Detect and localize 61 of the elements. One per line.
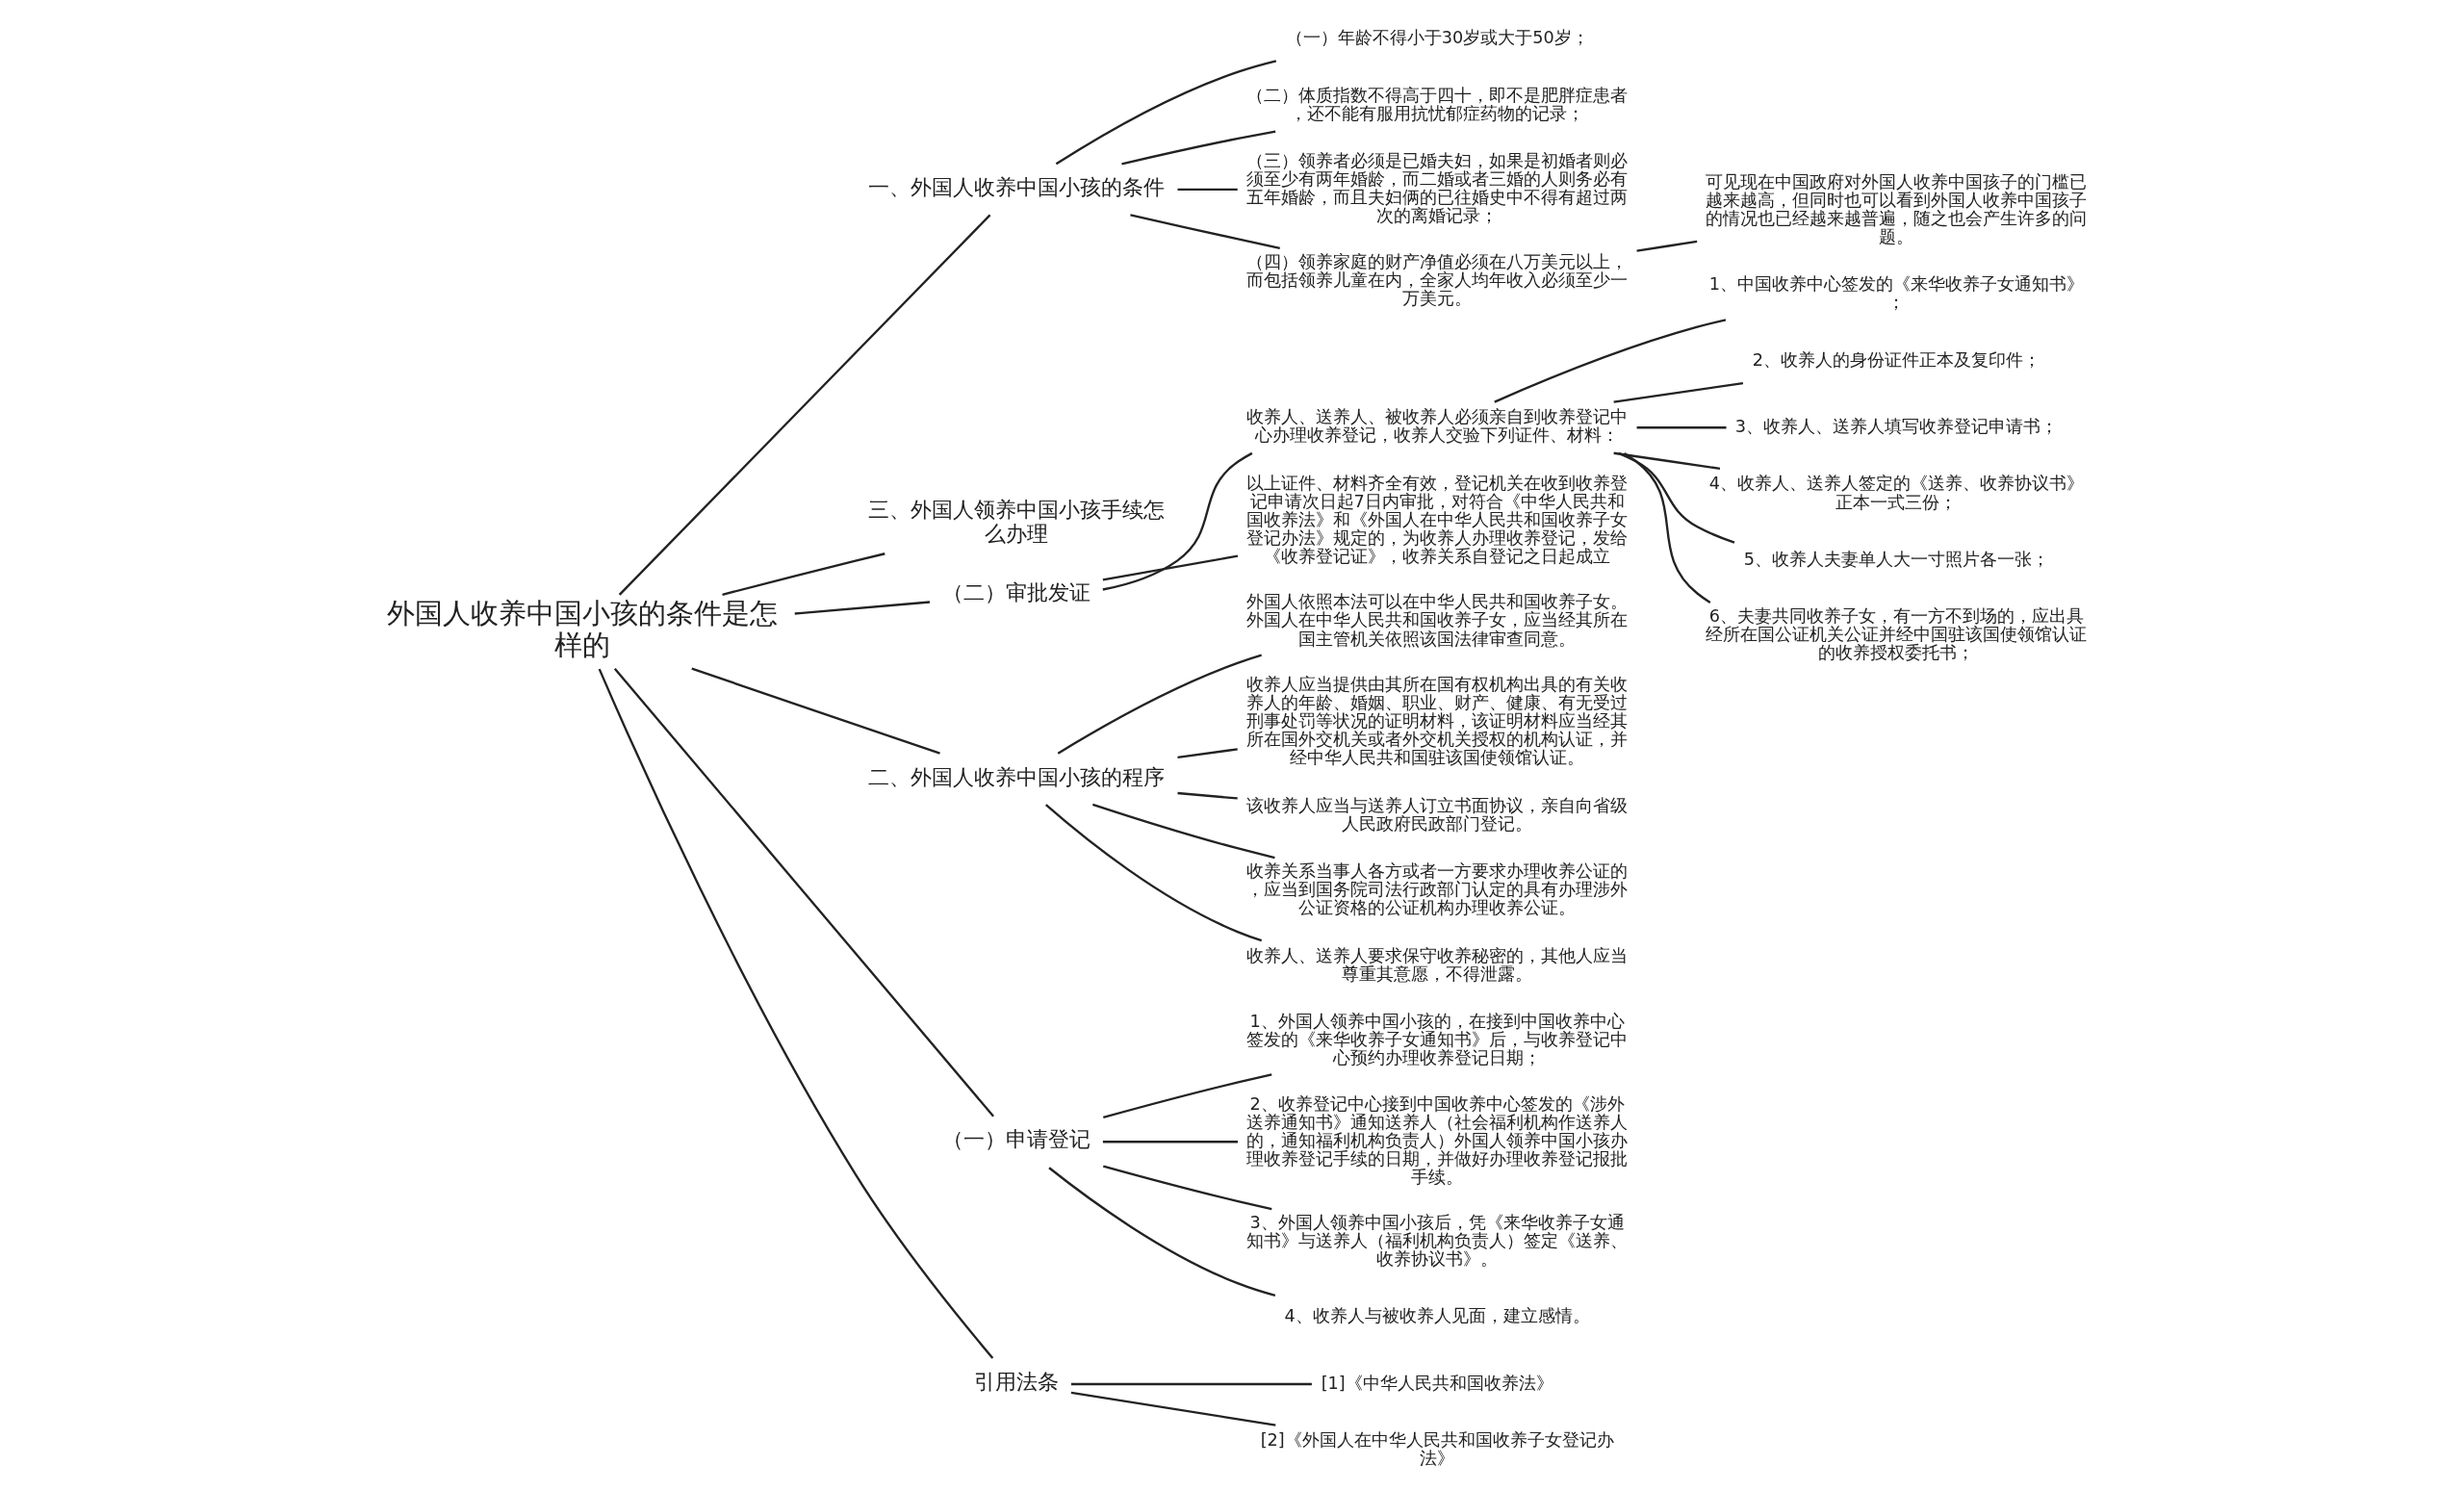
connector bbox=[1617, 451, 1734, 544]
node-text: 外国人依照本法可以在中华人民共和国收养子女。外国人在中华人民共和国收养子女，应当经其所在国主管机关依照该国法律审查同意。 bbox=[1245, 592, 1628, 649]
node-text: 1、外国人领养中国小孩的，在接到中国收养中心签发的《来华收养子女通知书》后，与收养登记中心预约办理收养登记日期； bbox=[1245, 1012, 1628, 1068]
connector bbox=[1120, 130, 1275, 166]
connector bbox=[1635, 240, 1697, 252]
connector bbox=[721, 552, 886, 596]
node-text: 4、收养人、送养人签定的《送养、收养协议书》正本一式三份； bbox=[1708, 474, 2084, 512]
node-text: 二、外国人收养中国小孩的程序 bbox=[867, 764, 1165, 789]
connector bbox=[1612, 381, 1743, 403]
node-text: （二）体质指数不得高于四十，即不是肥胖症患者，还不能有服用抗忧郁症药物的记录； bbox=[1245, 86, 1628, 124]
connector bbox=[598, 668, 993, 1359]
node-text: 2、收养人的身份证件正本及复印件； bbox=[1752, 349, 2040, 370]
connector bbox=[1070, 1391, 1275, 1426]
connector bbox=[1057, 654, 1262, 755]
connector bbox=[1176, 791, 1238, 800]
connector bbox=[1055, 60, 1276, 166]
connector bbox=[1623, 451, 1710, 604]
connector bbox=[1102, 1141, 1238, 1143]
node-text: 该收养人应当与送养人订立书面协议，亲自向省级人民政府民政部门登记。 bbox=[1245, 795, 1628, 834]
node-text: 5、收养人夫妻单人大一寸照片各一张； bbox=[1743, 550, 2049, 570]
node-text: 可见现在中国政府对外国人收养中国孩子的门槛已越来越高，但同时也可以看到外国人收养中国孩子的情况也已经越来越普遍，随之也会产生许多的问题。 bbox=[1705, 171, 2087, 247]
connector bbox=[690, 667, 940, 755]
connector bbox=[1047, 1167, 1275, 1297]
node-text: 三、外国人领养中国小孩手续怎么办理 bbox=[867, 497, 1165, 546]
connector bbox=[1091, 803, 1275, 860]
connector bbox=[1177, 188, 1238, 192]
node-text: [2]《外国人在中华人民共和国收养子女登记办法》 bbox=[1260, 1430, 1614, 1469]
node-text: 引用法条 bbox=[973, 1370, 1059, 1395]
node-text: （二）审批发证 bbox=[941, 580, 1091, 605]
node-text: [1]《中华人民共和国收养法》 bbox=[1321, 1373, 1553, 1393]
node-text: 外国人收养中国小孩的条件是怎样的 bbox=[386, 597, 778, 661]
node-text: 1、中国收养中心签发的《来华收养子女通知书》； bbox=[1708, 273, 2084, 312]
node-text: 收养人应当提供由其所在国有权机构出具的有关收养人的年龄、婚姻、职业、财产、健康、有无受过刑事处罚等状况的证明材料，该证明材料应当经其所在国外交机关或者外交机关授权的机构认证，并经中华人民共和国驻该国使领馆认证。 bbox=[1245, 674, 1628, 768]
node-text: （三）领养者必须是已婚夫妇，如果是初婚者则必须至少有两年婚龄，而二婚或者三婚的人则务必有五年婚龄，而且夫妇俩的已往婚史中不得有超过两次的离婚记录； bbox=[1245, 150, 1628, 226]
connector bbox=[618, 214, 990, 596]
node-text: 3、收养人、送养人填写收养登记申请书； bbox=[1734, 416, 2058, 436]
node-text: （一）申请登记 bbox=[941, 1127, 1091, 1152]
connector bbox=[1102, 554, 1238, 581]
connector bbox=[1102, 1165, 1271, 1211]
node-text: 3、外国人领养中国小孩后，凭《来华收养子女通知书》与送养人（福利机构负责人）签定《送养、收养协议书》。 bbox=[1245, 1213, 1628, 1270]
connector bbox=[1493, 319, 1726, 403]
node-text: 以上证件、材料齐全有效，登记机关在收到收养登记申请次日起7日内审批，对符合《中华人民共和国收养法》和《外国人在中华人民共和国收养子女登记办法》规定的，为收养人办理收养登记，发给《收养登记证》，收养关系自登记之日起成立 bbox=[1245, 473, 1628, 567]
connector bbox=[1176, 748, 1238, 758]
connector bbox=[1044, 804, 1262, 942]
node-text: 收养人、送养人、被收养人必须亲自到收养登记中心办理收养登记，收养人交验下列证件、材料： bbox=[1245, 407, 1628, 446]
connector bbox=[1102, 451, 1252, 591]
connector bbox=[1612, 451, 1720, 471]
connector bbox=[1102, 1073, 1271, 1119]
node-text: 收养关系当事人各方或者一方要求办理收养公证的，应当到国务院司法行政部门认定的具有办理涉外公证资格的公证机构办理收养公证。 bbox=[1245, 861, 1628, 918]
node-text: （一）年龄不得小于30岁或大于50岁； bbox=[1285, 28, 1589, 48]
connector bbox=[613, 668, 994, 1118]
node-text: 收养人、送养人要求保守收养秘密的，其他人应当尊重其意愿，不得泄露。 bbox=[1245, 945, 1628, 984]
connector bbox=[1070, 1382, 1312, 1386]
connector bbox=[1129, 214, 1280, 250]
node-text: 4、收养人与被收养人见面，建立感情。 bbox=[1284, 1306, 1590, 1326]
connector bbox=[794, 601, 930, 615]
node-text: 2、收养登记中心接到中国收养中心签发的《涉外送养通知书》通知送养人（社会福利机构作送养人的，通知福利机构负责人）外国人领养中国小孩办理收养登记手续的日期，并做好办理收养登记报批手续。 bbox=[1245, 1093, 1628, 1188]
node-text: （四）领养家庭的财产净值必须在八万美元以上，而包括领养儿童在内，全家人均年收入必须至少一万美元。 bbox=[1245, 251, 1628, 309]
connector bbox=[1636, 426, 1727, 429]
node-text: 6、夫妻共同收养子女，有一方不到场的，应出具经所在国公证机关公证并经中国驻该国使领馆认证的收养授权委托书； bbox=[1705, 606, 2087, 663]
node-text: 一、外国人收养中国小孩的条件 bbox=[867, 175, 1165, 200]
